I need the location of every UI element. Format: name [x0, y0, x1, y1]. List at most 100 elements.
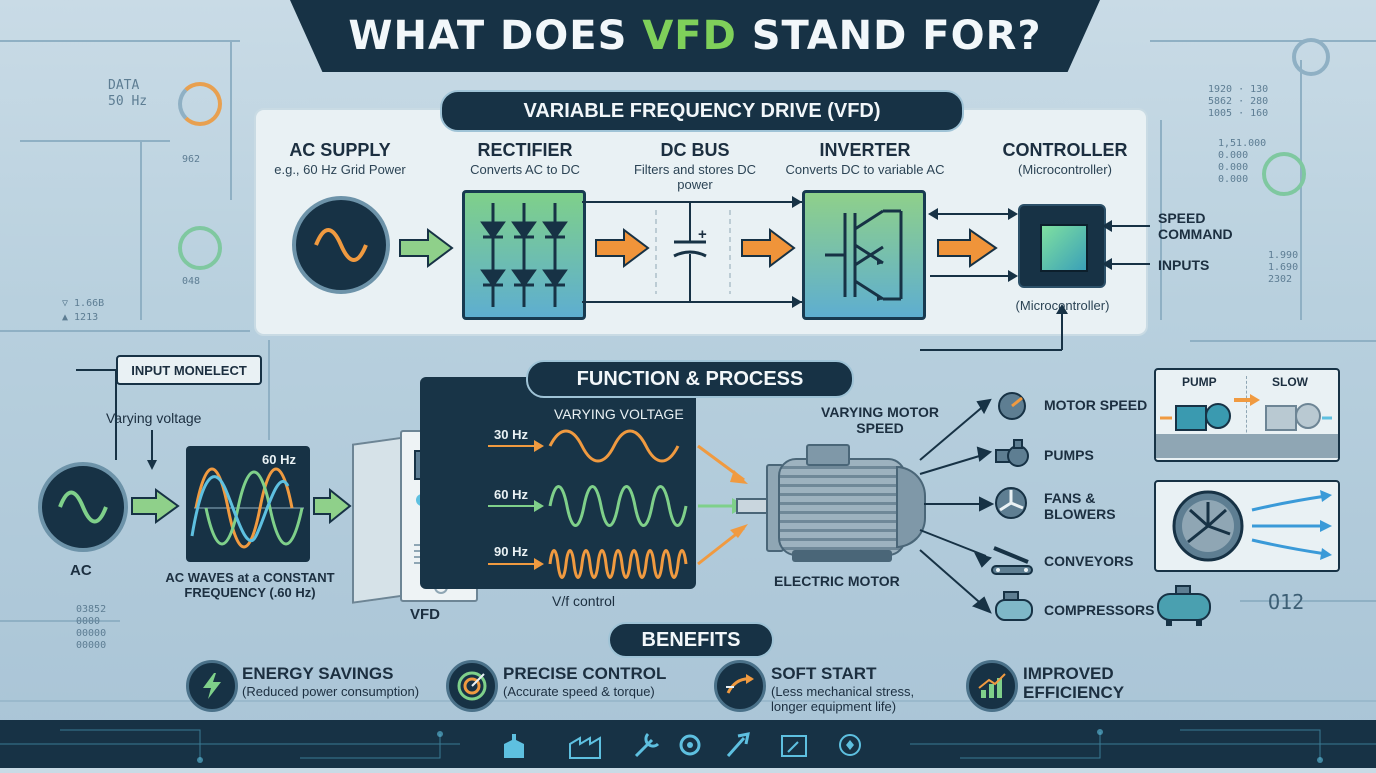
benefit-efficiency-title: IMPROVED EFFICIENCY [1023, 664, 1125, 702]
benefit-control-title: PRECISE CONTROL [503, 664, 667, 683]
speed-command-label: SPEED COMMAND [1158, 210, 1233, 242]
ac-supply-title: AC SUPPLY [289, 140, 391, 160]
varying-voltage-panel [420, 377, 696, 589]
controller-desc: (Microcontroller) [1018, 162, 1112, 177]
benefit-soft-start-desc: (Less mechanical stress, longer equipmen… [771, 684, 915, 714]
dc-bus-title: DC BUS [660, 140, 730, 160]
dc-bus-wiring [582, 196, 802, 308]
freq-60-label: 60 Hz [494, 487, 528, 502]
deco-data-label: DATA [108, 78, 140, 93]
controller-feedback-wiring [920, 208, 1150, 351]
green-arrow-icon [399, 228, 454, 268]
vf-control-label: V/f control [552, 593, 616, 609]
ac-three-phase-wave [190, 467, 304, 549]
pump-icon [994, 438, 1032, 470]
ac-waves-caption: AC WAVES at a CONSTANT FREQUENCY (.60 Hz… [165, 570, 335, 600]
benefits-heading: BENEFITS [608, 622, 774, 658]
freq-30-label: 30 Hz [494, 427, 528, 442]
deco-ring-icon [178, 226, 222, 270]
vfd-heading: VARIABLE FREQUENCY DRIVE (VFD) [440, 90, 964, 132]
microcontroller-chip-icon [1018, 204, 1106, 288]
inverter-title: INVERTER [819, 140, 911, 160]
capacitor-plus-sign: + [698, 226, 707, 243]
app-pumps-label: PUMPS [1044, 447, 1094, 463]
pump-card-right-label: SLOW [1272, 375, 1308, 389]
app-compressors-label: COMPRESSORS [1044, 602, 1155, 618]
inputs-label: INPUTS [1158, 257, 1210, 273]
wrench-icon [634, 732, 660, 758]
electric-motor-label: ELECTRIC MOTOR [774, 573, 900, 589]
gear-icon [679, 734, 701, 756]
ac-waves-panel [186, 446, 310, 562]
vfd-block-diagram-panel [254, 108, 1148, 336]
rectifier-title: RECTIFIER [477, 140, 573, 160]
ac-input-icon [38, 462, 128, 552]
ac-source-icon [292, 196, 390, 294]
ac-label: AC [70, 562, 92, 579]
inverter-desc: Converts DC to variable AC [785, 162, 945, 177]
varying-voltage-title: VARYING VOLTAGE [554, 406, 684, 422]
compressor-icon [992, 590, 1036, 624]
input-monelect-label: INPUT MONELECT [116, 355, 262, 385]
meter-icon [781, 735, 807, 757]
deco-gauge-right-icon [1262, 152, 1306, 196]
varying-motor-speed-label: VARYING MOTOR SPEED [821, 404, 939, 436]
deco-right-bottom: O12 [1268, 590, 1305, 614]
benefit-energy-desc: (Reduced power consumption) [242, 684, 420, 699]
chart-up-icon [966, 660, 1018, 712]
factory-outline-icon [569, 736, 601, 759]
freq-90-label: 90 Hz [494, 544, 528, 559]
igbt-transistor-icon [825, 209, 903, 301]
electric-motor-icon [736, 444, 926, 564]
app-motor-speed-label: MOTOR SPEED [1044, 397, 1148, 413]
pump-speed-card [1154, 368, 1340, 462]
bottom-icons-row [504, 732, 861, 759]
ac-supply-desc: e.g., 60 Hz Grid Power [274, 162, 406, 177]
tool-icon [726, 732, 750, 757]
target-icon [446, 660, 498, 712]
air-tank-icon [1156, 584, 1212, 628]
deco-num-3: ▽ 1.66B [62, 298, 105, 309]
rectifier-desc: Converts AC to DC [470, 162, 580, 177]
title-banner: WHAT DOES VFD STAND FOR? [290, 0, 1100, 72]
inverter-box [802, 190, 926, 320]
fan-icon [994, 486, 1028, 520]
input-wiring [76, 369, 157, 470]
deco-ring-right-icon [1292, 38, 1330, 76]
conveyor-icon [990, 538, 1034, 576]
pump-card-left-label: PUMP [1182, 375, 1217, 389]
app-fans-label: FANS & BLOWERS [1044, 490, 1116, 522]
vfd-label: VFD [410, 606, 440, 623]
function-process-heading: FUNCTION & PROCESS [526, 360, 854, 398]
green-arrow-icon [313, 488, 352, 524]
app-conveyors-label: CONVEYORS [1044, 553, 1134, 569]
fan-blower-card [1154, 480, 1340, 572]
benefit-soft-start-title: SOFT START [771, 664, 877, 683]
controller-title: CONTROLLER [1002, 140, 1128, 160]
rectifier-box [462, 190, 586, 320]
orange-arrow-icon [595, 228, 650, 268]
page-title: WHAT DOES VFD STAND FOR? [348, 13, 1042, 59]
orange-arrow-icon [741, 228, 796, 268]
deco-num-4: ▲ 1213 [62, 312, 99, 323]
gauge-icon [994, 390, 1030, 420]
orange-arrow-icon [937, 228, 998, 268]
factory-icon [504, 734, 524, 758]
lightning-icon [186, 660, 238, 712]
diode-bridge-icon [480, 203, 568, 307]
deco-num-2: 048 [182, 276, 201, 287]
deco-gauge-icon [178, 82, 222, 126]
settings-icon [839, 734, 861, 756]
wave-hz-label: 60 Hz [262, 452, 296, 467]
deco-num-1: 962 [182, 154, 201, 165]
dc-bus-desc: Filters and stores DC power [633, 162, 757, 192]
deco-hz-label: 50 Hz [108, 94, 148, 109]
application-arrows [919, 398, 995, 614]
benefit-energy-title: ENERGY SAVINGS [242, 664, 394, 683]
green-arrow-icon [131, 488, 180, 524]
soft-start-icon [714, 660, 766, 712]
